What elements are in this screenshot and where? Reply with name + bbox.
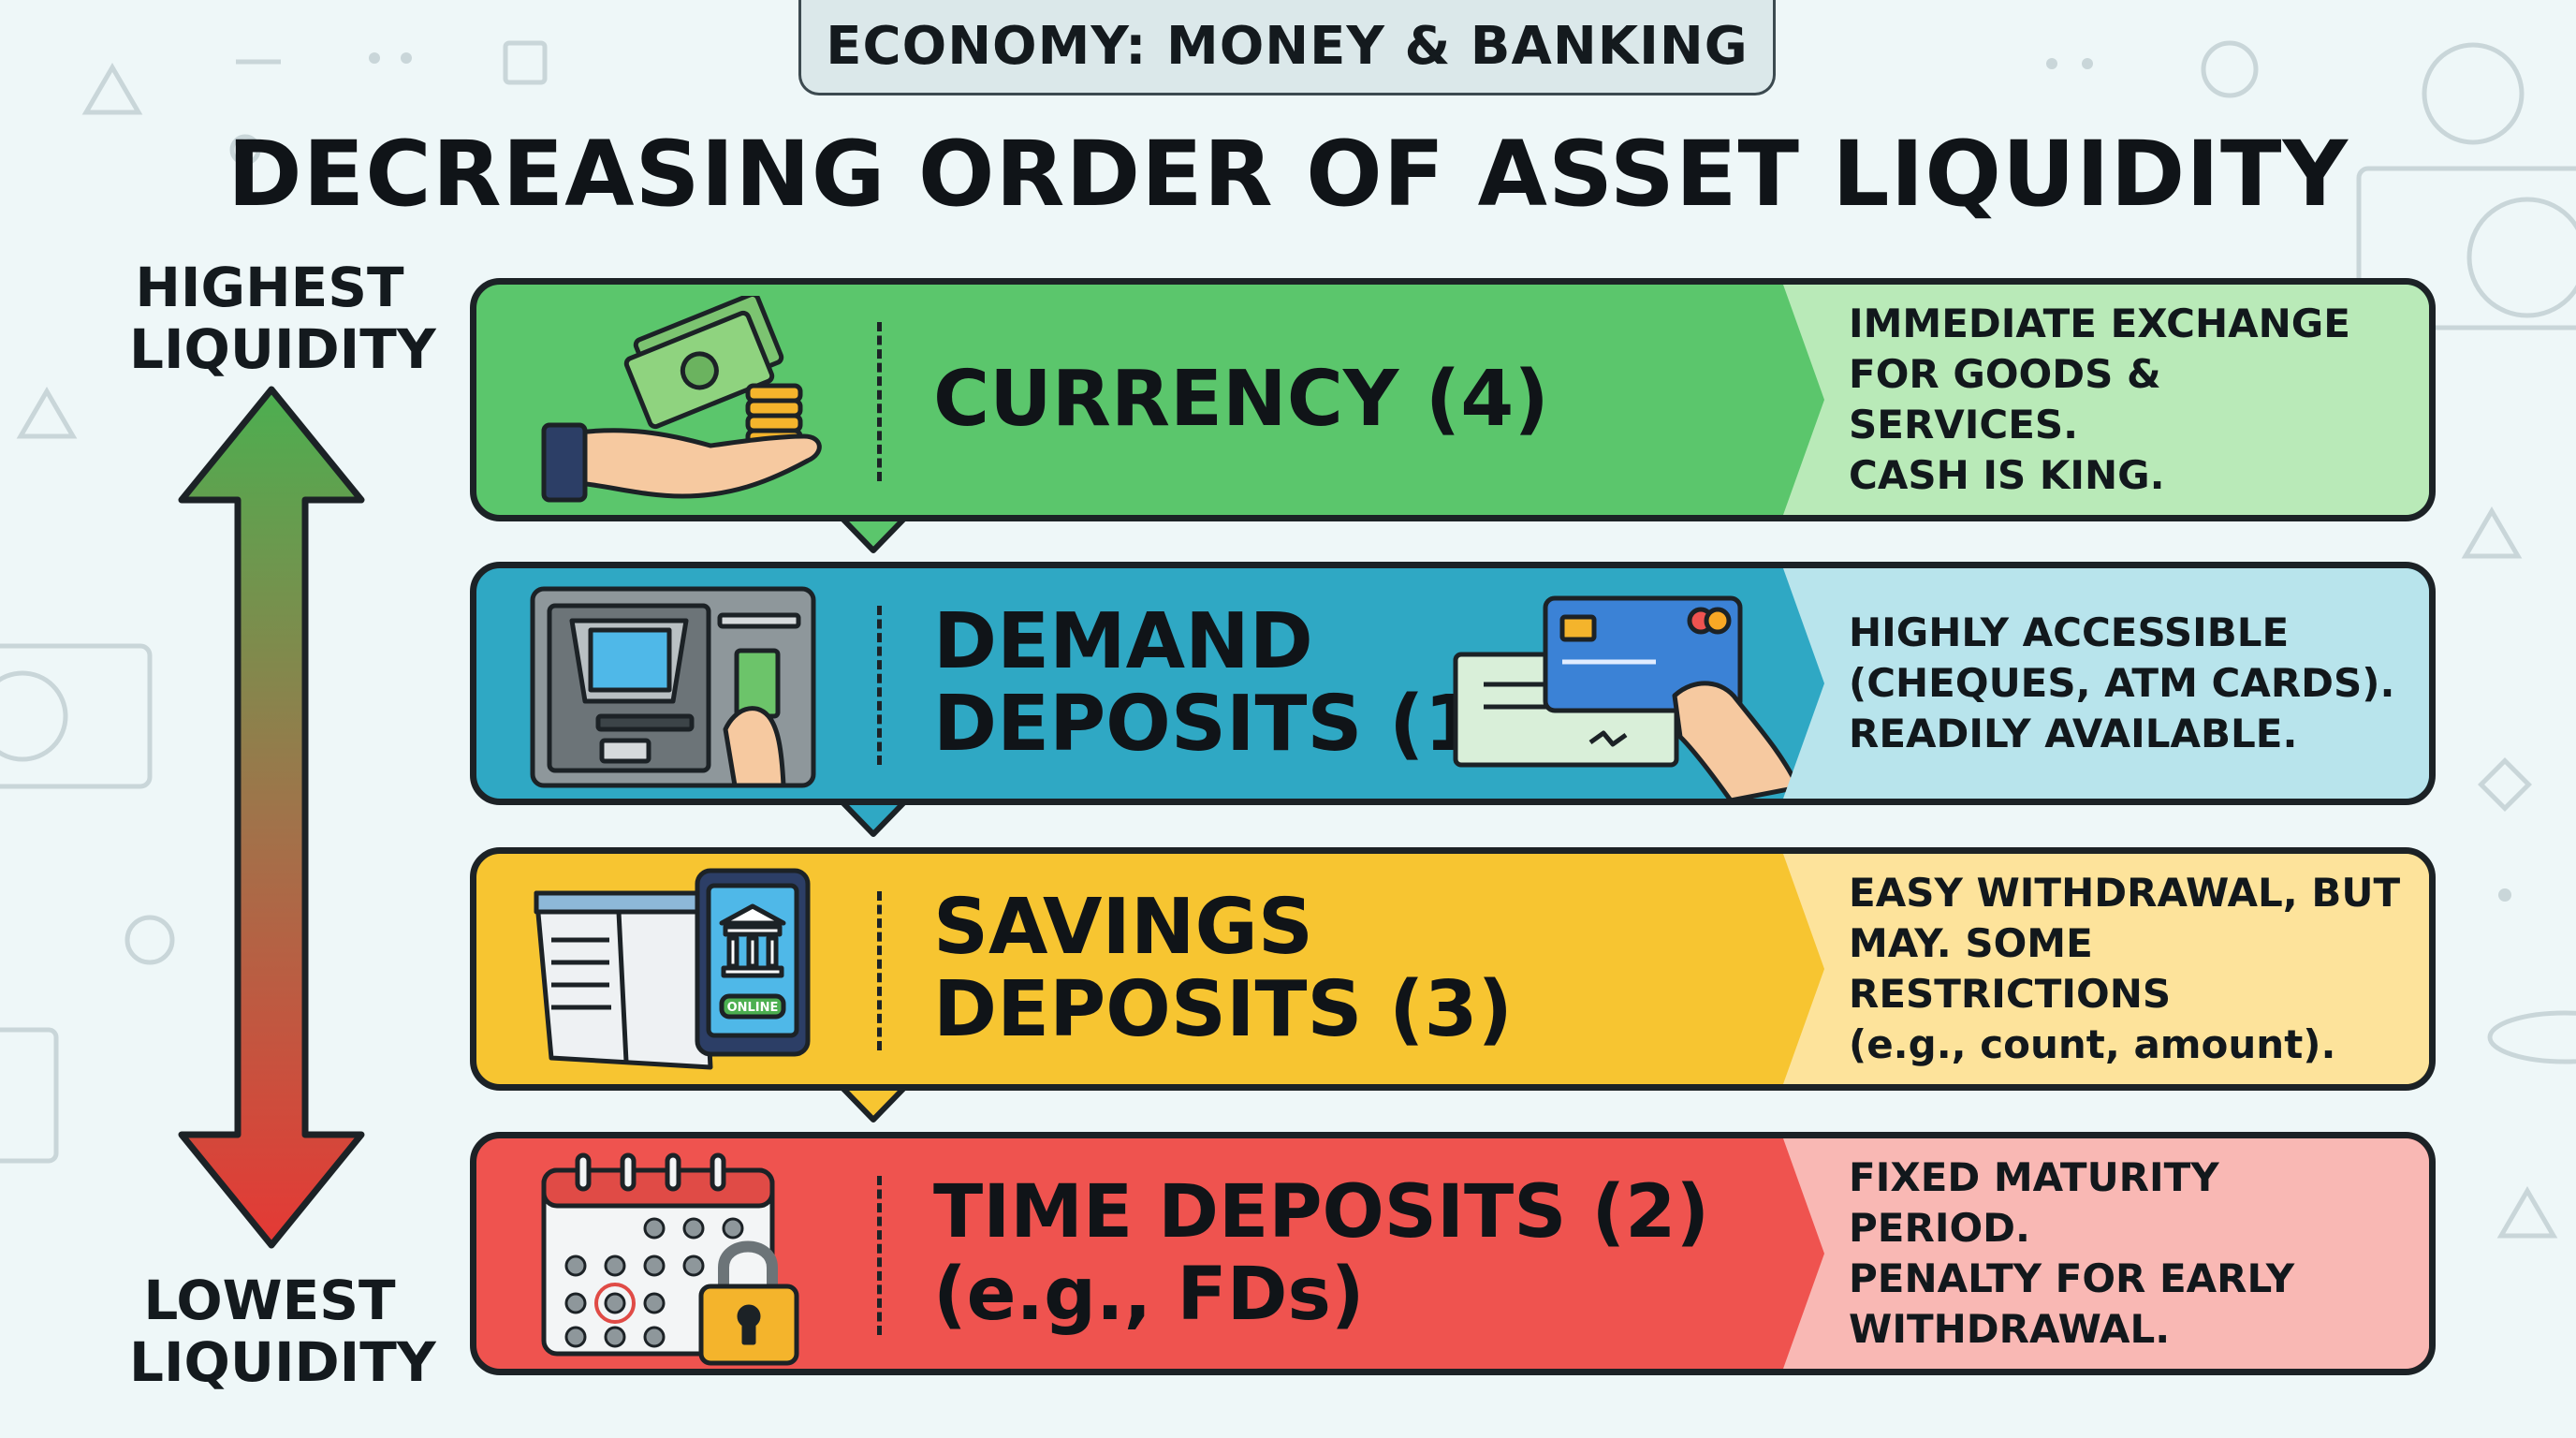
description-panel: HIGHLY ACCESSIBLE (CHEQUES, ATM CARDS). …	[1783, 568, 2429, 799]
row-divider	[877, 322, 882, 481]
passbook-and-mobile-bank-icon: ONLINE	[534, 868, 811, 1070]
topic-tag: ECONOMY: MONEY & BANKING	[798, 0, 1776, 95]
liquidity-scale-arrow-icon	[178, 386, 365, 1249]
highest-liquidity-label: HIGHEST LIQUIDITY	[129, 256, 436, 381]
row-divider	[877, 1176, 882, 1335]
description-panel: EASY WITHDRAWAL, BUT MAY. SOME RESTRICTI…	[1783, 854, 2429, 1084]
row-description: FIXED MATURITY PERIOD. PENALTY FOR EARLY…	[1849, 1154, 2295, 1352]
row-title: SAVINGS DEPOSITS (3)	[933, 883, 1514, 1054]
row-connector-arrow-icon	[841, 800, 906, 837]
row-description: EASY WITHDRAWAL, BUT MAY. SOME RESTRICTI…	[1849, 870, 2401, 1067]
atm-icon	[530, 586, 816, 788]
row-connector-arrow-icon	[841, 1086, 906, 1123]
row-description: HIGHLY ACCESSIBLE (CHEQUES, ATM CARDS). …	[1849, 609, 2395, 756]
calendar-lock-icon	[541, 1152, 799, 1366]
cheque-and-card-icon	[1453, 595, 1801, 799]
row-title: DEMAND DEPOSITS (1)	[933, 597, 1514, 769]
row-connector-arrow-icon	[841, 517, 906, 553]
page-title: DECREASING ORDER OF ASSET LIQUIDITY	[227, 122, 2349, 227]
liquidity-row-savings-deposits: ONLINE SAVINGS DEPOSITS (3) EASY WITHDRA…	[470, 847, 2436, 1091]
row-divider	[877, 606, 882, 765]
description-panel: FIXED MATURITY PERIOD. PENALTY FOR EARLY…	[1783, 1138, 2429, 1369]
row-title: TIME DEPOSITS (2) (e.g., FDs)	[933, 1170, 1710, 1337]
row-title: CURRENCY (4)	[933, 355, 1549, 444]
description-panel: IMMEDIATE EXCHANGE FOR GOODS & SERVICES.…	[1783, 285, 2429, 515]
liquidity-row-demand-deposits: DEMAND DEPOSITS (1) HIGHLY ACCESSIBLE (C…	[470, 562, 2436, 805]
online-label: ONLINE	[727, 1001, 779, 1015]
liquidity-row-time-deposits: TIME DEPOSITS (2) (e.g., FDs) FIXED MATU…	[470, 1132, 2436, 1375]
cash-in-hand-icon	[541, 296, 822, 503]
row-divider	[877, 891, 882, 1050]
liquidity-row-currency: CURRENCY (4) IMMEDIATE EXCHANGE FOR GOOD…	[470, 278, 2436, 521]
row-description: IMMEDIATE EXCHANGE FOR GOODS & SERVICES.…	[1849, 301, 2350, 498]
lowest-liquidity-label: LOWEST LIQUIDITY	[129, 1269, 436, 1394]
